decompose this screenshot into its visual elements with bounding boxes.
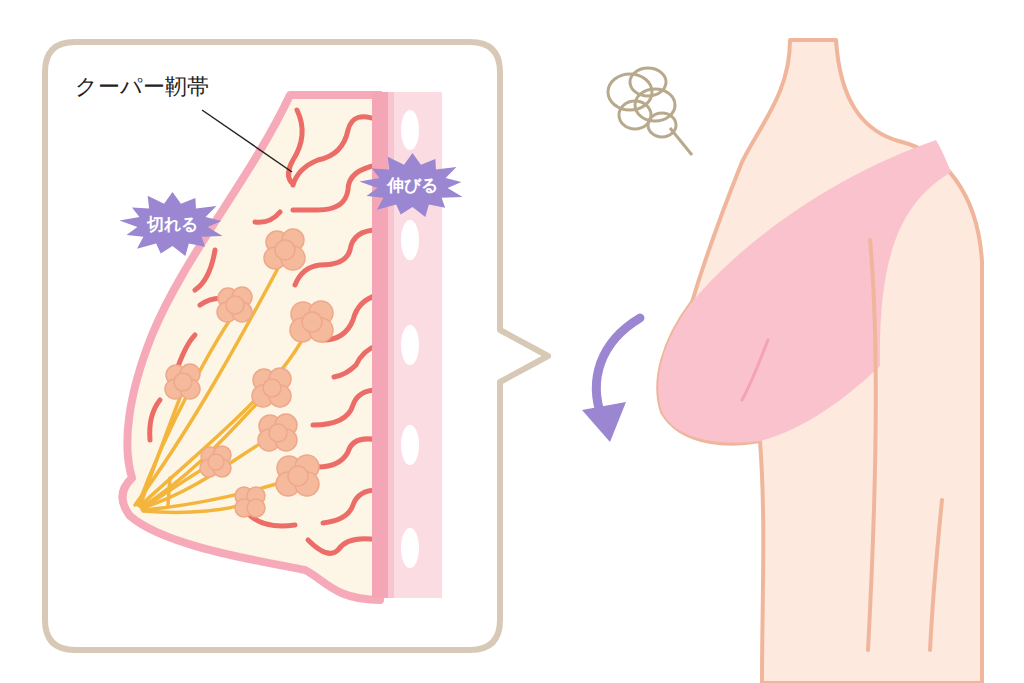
part-label: クーパー靭帯 (75, 74, 209, 100)
starburst-fill (359, 153, 462, 217)
callout-bubble (45, 42, 548, 650)
bra (658, 140, 951, 443)
lobules (165, 229, 333, 517)
bra-fold (742, 340, 768, 400)
torso (658, 40, 982, 683)
waist-line (930, 500, 942, 650)
leader-line (202, 110, 292, 172)
sag-arrow (596, 318, 640, 418)
callout-text: 切れる (147, 214, 198, 234)
starburst-callout: 切れる (119, 192, 226, 257)
starburst-fill (119, 192, 222, 256)
arm-line (868, 240, 876, 650)
milk-ducts (135, 255, 310, 512)
breast-outline (122, 95, 380, 600)
starburst-callout: 伸びる (359, 153, 466, 218)
tangle-icon (608, 68, 692, 155)
callout-text: 伸びる (387, 175, 438, 195)
sag-arrowhead (582, 402, 626, 442)
